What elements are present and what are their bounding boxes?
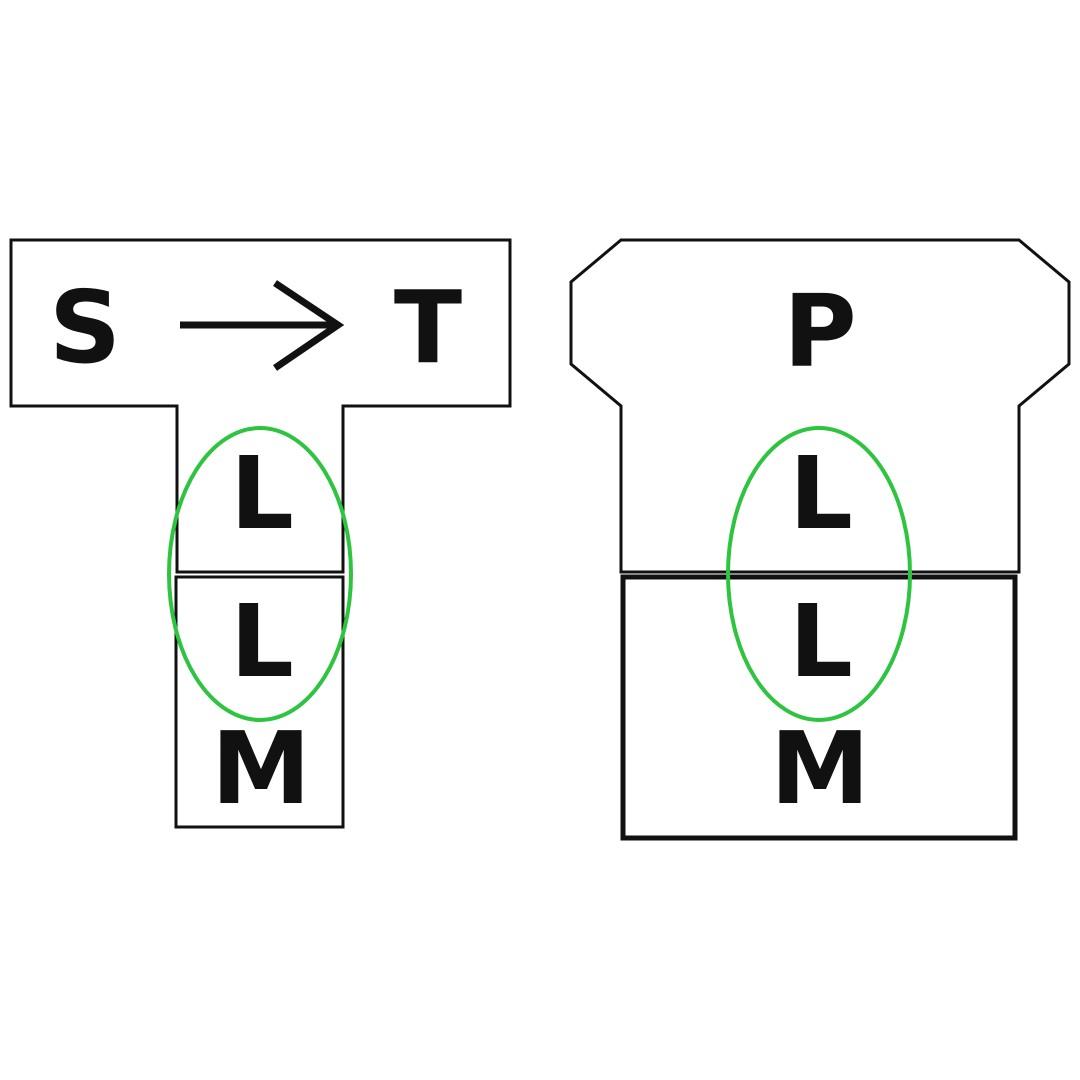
left-figure: S T L L M — [9, 238, 512, 829]
left-lower-box — [174, 575, 345, 829]
right-bottom-letter: M — [770, 710, 870, 827]
left-source-letter: S — [49, 269, 121, 386]
right-arrow-icon — [180, 280, 345, 371]
right-highlight-oval — [726, 426, 912, 722]
left-t-shape — [9, 238, 512, 574]
left-target-letter: T — [394, 269, 462, 386]
left-upper-letter: L — [230, 435, 294, 552]
right-chamfered-shape — [569, 238, 1071, 574]
left-bottom-letter: M — [211, 710, 311, 827]
left-highlight-oval — [167, 426, 353, 722]
right-upper-letter: L — [789, 435, 853, 552]
right-lower-box — [620, 574, 1018, 841]
left-lower-letter: L — [230, 583, 294, 700]
right-figure: P L L M — [569, 238, 1071, 841]
right-top-letter: P — [783, 273, 856, 390]
right-lower-letter: L — [789, 583, 853, 700]
